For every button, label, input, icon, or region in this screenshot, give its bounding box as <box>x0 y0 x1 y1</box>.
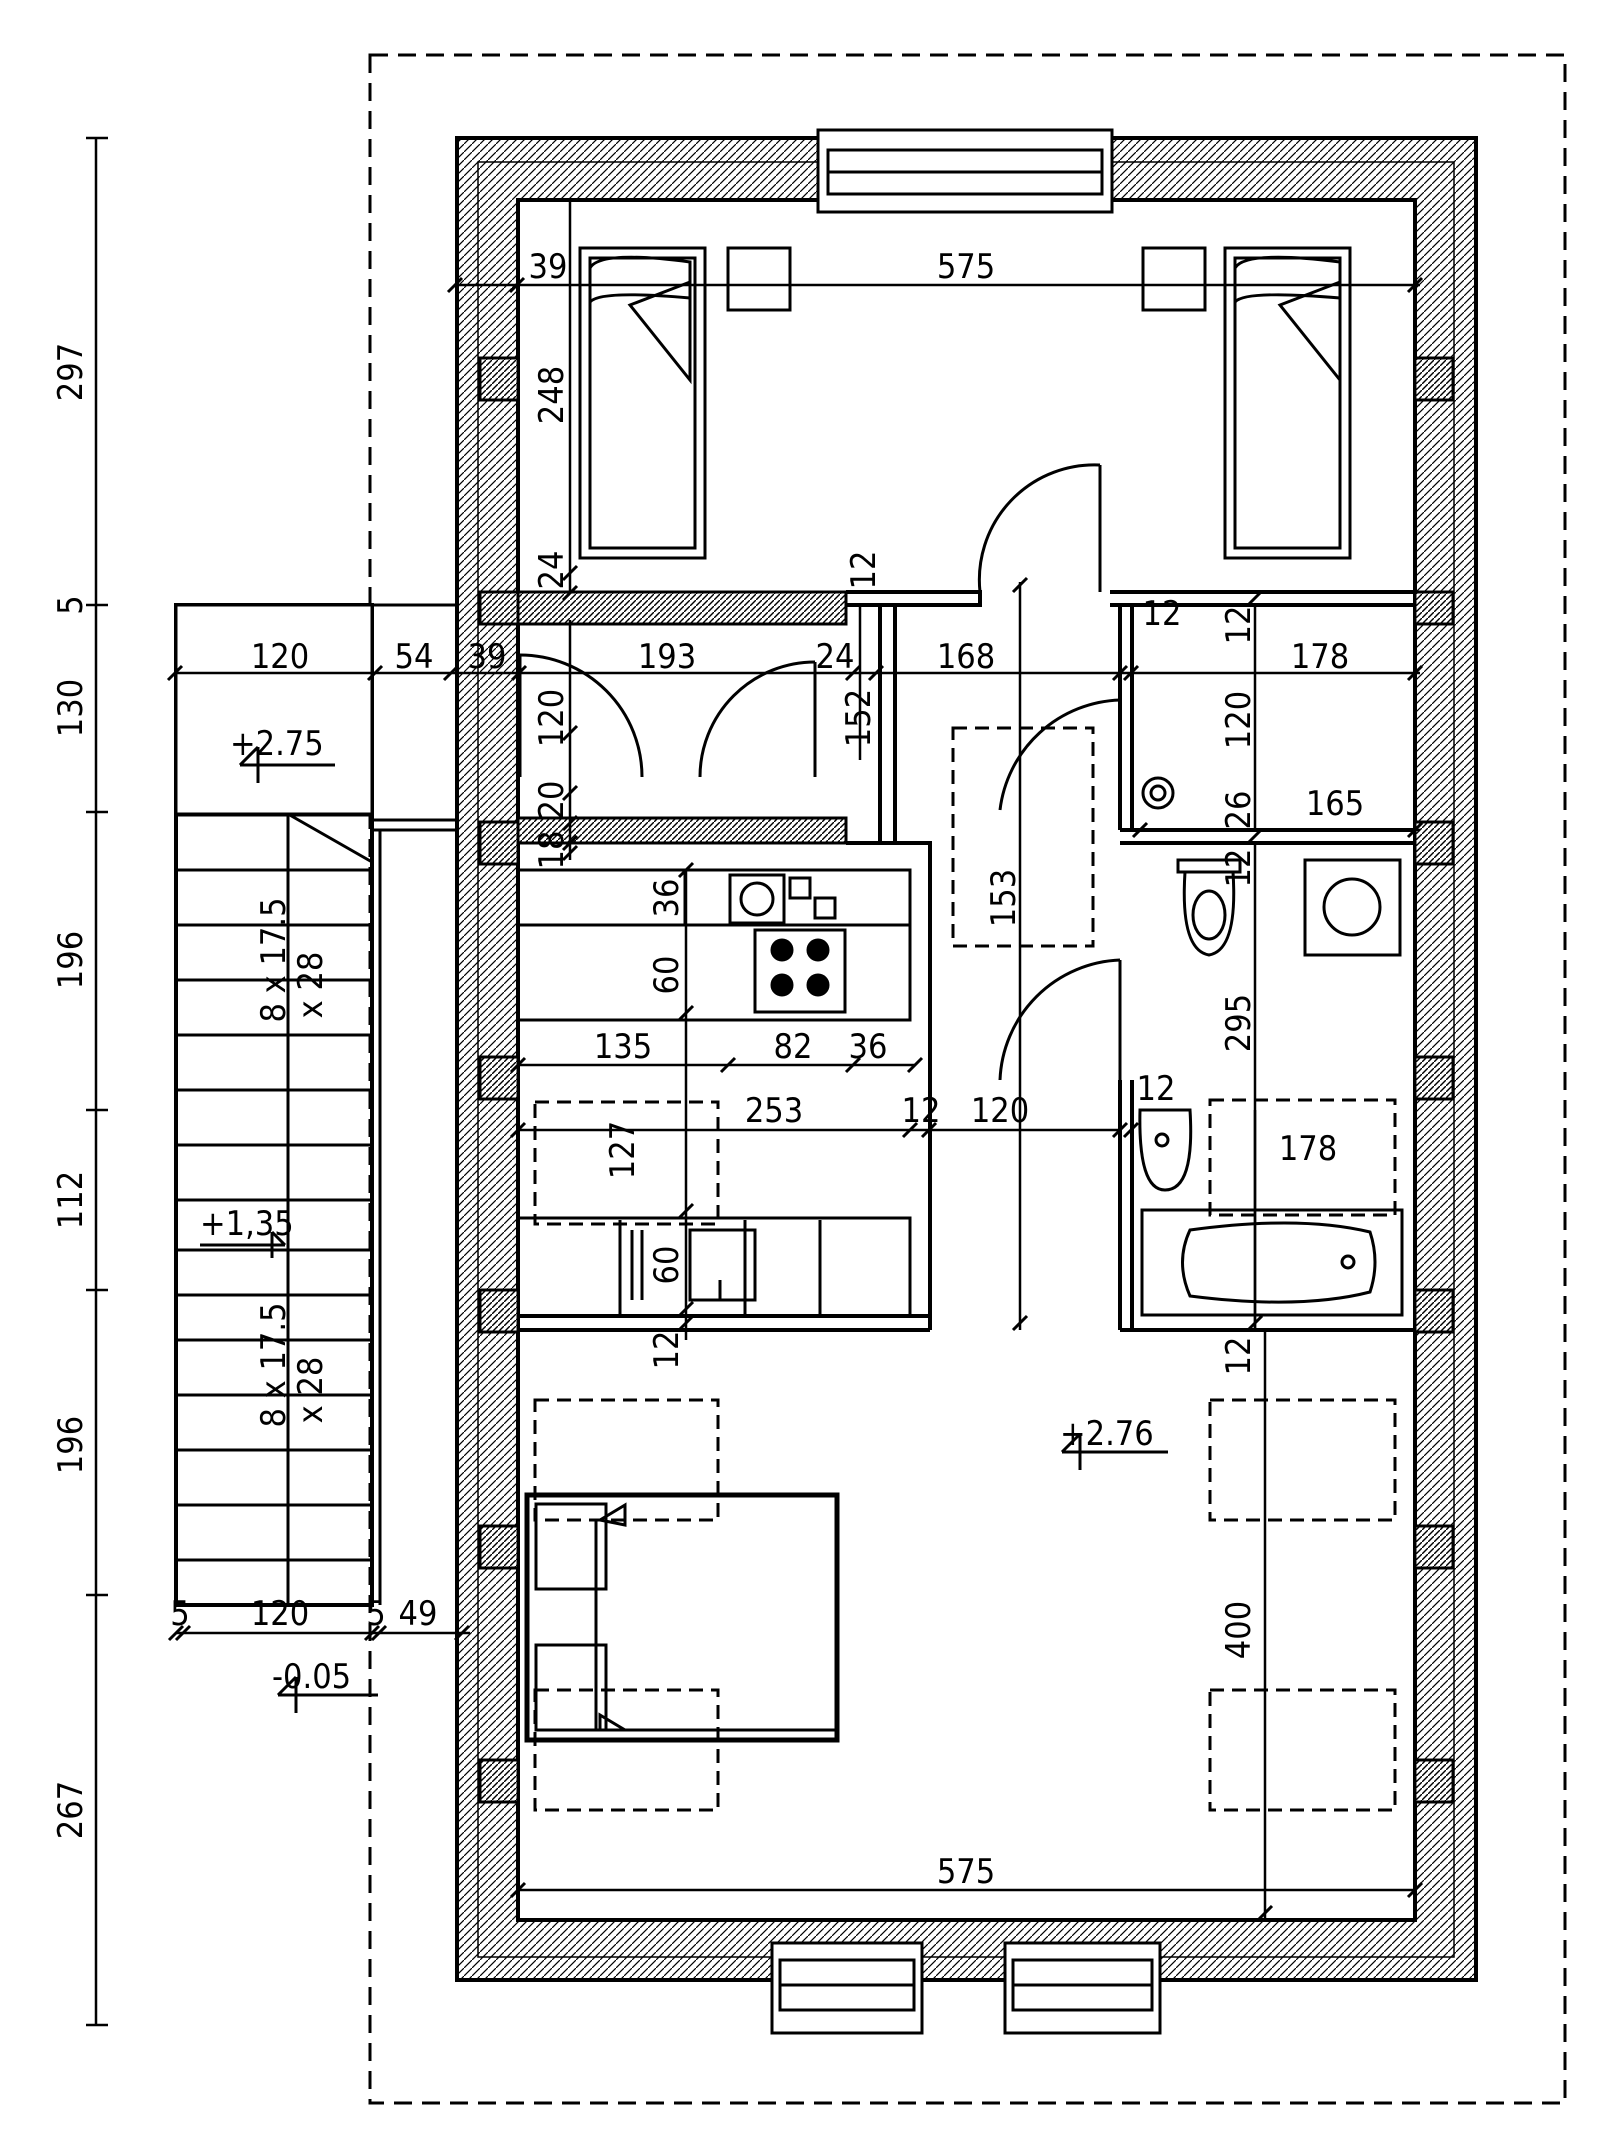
level-markers <box>200 745 1168 1713</box>
dim-left-130: 130 <box>51 679 91 737</box>
double-bed <box>524 1492 840 1743</box>
windows <box>770 128 1162 2035</box>
dim-m-120: 120 <box>971 1091 1029 1131</box>
dim-v-152: 152 <box>839 689 879 747</box>
dim-v-153: 153 <box>984 869 1024 927</box>
dimension-lines <box>86 136 1420 2027</box>
stair-lower-rise: 8 x 17.5 <box>254 1302 294 1427</box>
single-bed-right <box>1223 246 1352 560</box>
dim-left-267: 267 <box>51 1781 91 1839</box>
dim-bot-575: 575 <box>937 1852 995 1892</box>
dim-left-196a: 196 <box>51 931 91 989</box>
landing-edges <box>174 603 457 1605</box>
dim-k-60b: 60 <box>647 1246 687 1285</box>
dim-v-120a: 120 <box>532 689 572 747</box>
level-ground: -0.05 <box>272 1657 351 1697</box>
dim-k-60a: 60 <box>647 956 687 995</box>
dim-w-24a: 24 <box>532 551 572 590</box>
dim-v-295: 295 <box>1219 994 1259 1052</box>
stair-upper-rise: 8 x 17.5 <box>254 897 294 1022</box>
kitchen <box>516 868 912 1318</box>
level-floor: +2.76 <box>1060 1414 1154 1454</box>
dim-row-39: 39 <box>468 637 507 677</box>
dim-s-120: 120 <box>251 1594 309 1634</box>
level-labels: +2.75 +1,35 -0.05 +2.76 <box>200 724 1154 1697</box>
dim-m-253: 253 <box>745 1091 803 1131</box>
dim-left-112: 112 <box>51 1171 91 1229</box>
dim-m-12f: 12 <box>1137 1069 1176 1109</box>
dim-b-178: 178 <box>1279 1129 1337 1169</box>
dim-left-5: 5 <box>51 595 91 614</box>
dim-v-26: 26 <box>1219 791 1259 830</box>
dimension-ticks <box>166 276 1424 1922</box>
dim-v-12d: 12 <box>1219 849 1259 888</box>
nightstands <box>726 246 1207 312</box>
dim-left-297: 297 <box>51 343 91 401</box>
bathroom-fixtures <box>1138 776 1404 1317</box>
dim-bed-248: 248 <box>532 366 572 424</box>
stair-labels: 8 x 17.5 x 28 8 x 17.5 x 28 <box>254 897 331 1427</box>
dim-left-196b: 196 <box>51 1416 91 1474</box>
dim-k-12g: 12 <box>647 1331 687 1370</box>
vertical-dimension-labels: 248 24 12 120 152 12 120 20 18 26 12 36 … <box>532 366 1259 1659</box>
stair-upper-tread: x 28 <box>291 952 331 1019</box>
dim-s-5a: 5 <box>170 1594 189 1634</box>
dim-v-400: 400 <box>1219 1601 1259 1659</box>
dim-k-36a: 36 <box>647 879 687 918</box>
dim-k-12h: 12 <box>1219 1337 1259 1376</box>
dim-top-39: 39 <box>529 247 568 287</box>
dim-row-168: 168 <box>937 637 995 677</box>
left-dimension-labels: 297 5 130 196 112 196 267 <box>51 343 91 1839</box>
dim-v-120b: 120 <box>1219 691 1259 749</box>
doors <box>518 463 1122 1081</box>
roof-outline <box>368 53 1567 2105</box>
staircase <box>174 603 374 1607</box>
dim-row-24: 24 <box>816 637 855 677</box>
dim-row-165: 165 <box>1306 784 1364 824</box>
level-landing: +2.75 <box>230 724 324 764</box>
dim-top-575: 575 <box>937 247 995 287</box>
horizontal-dimension-labels: 39 575 120 54 39 193 24 168 12 178 165 1… <box>170 247 1364 1892</box>
stair-lower-tread: x 28 <box>291 1357 331 1424</box>
dim-s-49: 49 <box>399 1594 438 1634</box>
dim-w-12a: 12 <box>844 551 884 590</box>
dim-row-120: 120 <box>251 637 309 677</box>
dashed-furniture <box>533 726 1397 1812</box>
dim-s-5b: 5 <box>366 1594 385 1634</box>
single-bed-left <box>578 246 707 560</box>
dim-k-135: 135 <box>594 1027 652 1067</box>
dim-t-127: 127 <box>603 1121 643 1179</box>
dim-row-178: 178 <box>1291 637 1349 677</box>
dim-m-12e: 12 <box>902 1091 941 1131</box>
level-mid: +1,35 <box>200 1204 294 1244</box>
dim-v-18: 18 <box>532 831 572 870</box>
dim-v-12c: 12 <box>1219 606 1259 645</box>
dim-row-54: 54 <box>395 637 434 677</box>
dim-k-36b: 36 <box>849 1027 888 1067</box>
rafters <box>478 356 1455 1804</box>
dim-v-20: 20 <box>532 781 572 820</box>
dim-row-12b: 12 <box>1143 594 1182 634</box>
dim-k-82: 82 <box>774 1027 813 1067</box>
dim-row-193: 193 <box>638 637 696 677</box>
